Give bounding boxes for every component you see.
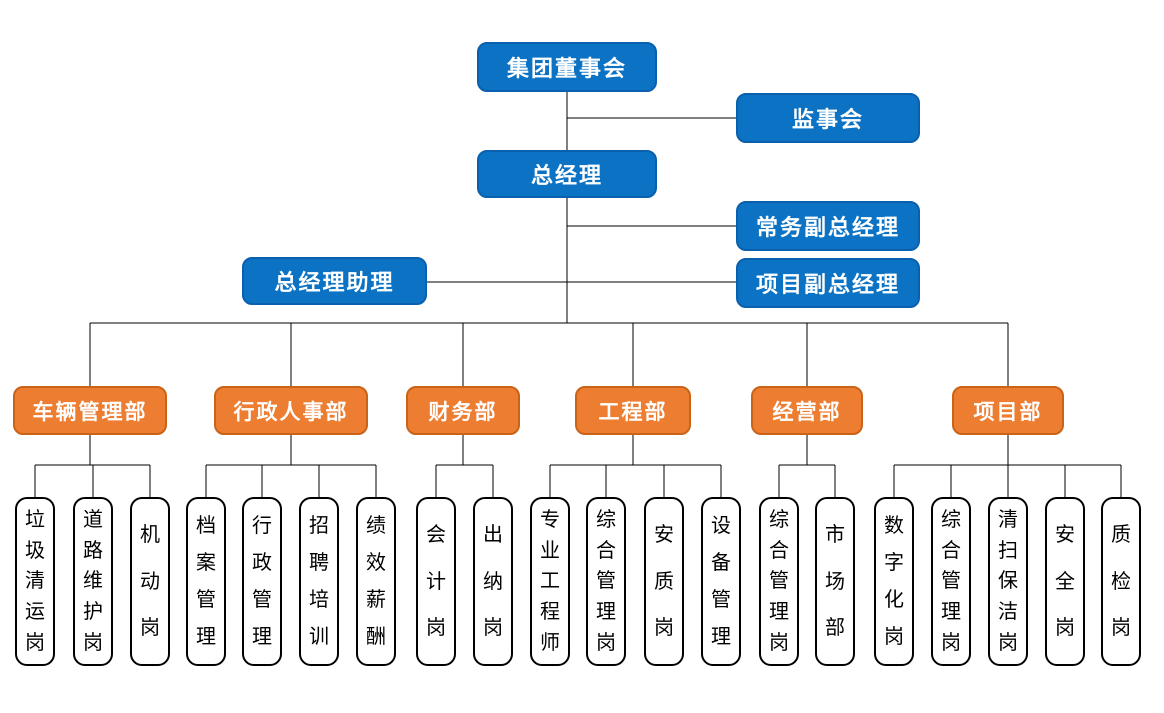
position-node: 综合管理岗 [586, 497, 626, 666]
position-node: 专业工程师 [530, 497, 570, 666]
hr-admin-dept-node: 行政人事部 [214, 386, 368, 435]
position-node: 档案管理 [186, 497, 226, 666]
position-node: 质检岗 [1101, 497, 1141, 666]
position-node: 行政管理 [242, 497, 282, 666]
position-label: 绩效薪酬 [366, 515, 386, 648]
position-node: 数字化岗 [874, 497, 914, 666]
position-label: 招聘培训 [309, 515, 329, 648]
position-label: 档案管理 [196, 515, 216, 648]
gm-assistant-node: 总经理助理 [242, 257, 427, 305]
position-node: 综合管理岗 [759, 497, 799, 666]
position-label: 安质岗 [654, 524, 674, 639]
general-manager-node: 总经理 [477, 150, 657, 198]
position-label: 市场部 [825, 524, 845, 639]
position-label: 出纳岗 [483, 524, 503, 639]
position-node: 综合管理岗 [931, 497, 971, 666]
board-of-directors-node: 集团董事会 [477, 42, 657, 92]
finance-dept-node: 财务部 [406, 386, 520, 435]
position-label: 综合管理岗 [941, 508, 961, 655]
position-label: 数字化岗 [884, 515, 904, 648]
position-label: 道路维护岗 [83, 508, 103, 655]
position-label: 会计岗 [426, 524, 446, 639]
position-node: 招聘培训 [299, 497, 339, 666]
position-label: 设备管理 [711, 515, 731, 648]
position-node: 道路维护岗 [73, 497, 113, 666]
position-label: 行政管理 [252, 515, 272, 648]
project-dept-node: 项目部 [952, 386, 1064, 435]
position-label: 综合管理岗 [769, 508, 789, 655]
executive-deputy-gm-node: 常务副总经理 [736, 201, 920, 251]
position-node: 市场部 [815, 497, 855, 666]
position-label: 清扫保洁岗 [998, 508, 1018, 655]
operations-dept-node: 经营部 [751, 386, 863, 435]
supervisory-board-node: 监事会 [736, 93, 920, 143]
position-node: 设备管理 [701, 497, 741, 666]
position-label: 机动岗 [140, 524, 160, 639]
vehicle-management-dept-node: 车辆管理部 [13, 386, 167, 435]
position-label: 综合管理岗 [596, 508, 616, 655]
position-label: 垃圾清运岗 [25, 508, 45, 655]
position-node: 清扫保洁岗 [988, 497, 1028, 666]
project-deputy-gm-node: 项目副总经理 [736, 258, 920, 308]
position-node: 绩效薪酬 [356, 497, 396, 666]
position-node: 机动岗 [130, 497, 170, 666]
position-label: 质检岗 [1111, 524, 1131, 639]
engineering-dept-node: 工程部 [575, 386, 691, 435]
position-label: 专业工程师 [540, 508, 560, 655]
position-node: 安质岗 [644, 497, 684, 666]
position-node: 出纳岗 [473, 497, 513, 666]
position-label: 安全岗 [1055, 524, 1075, 639]
position-node: 垃圾清运岗 [15, 497, 55, 666]
connector-path [34, 92, 1122, 497]
position-node: 会计岗 [416, 497, 456, 666]
position-node: 安全岗 [1045, 497, 1085, 666]
